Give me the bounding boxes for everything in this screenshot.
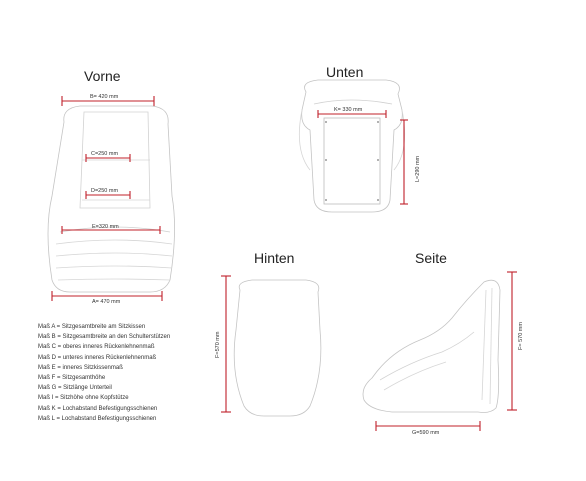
dimension-e-label: E=320 mm: [92, 224, 119, 230]
dimension-d-label: D=250 mm: [91, 188, 118, 194]
dimension-f-side-label: F= 570 mm: [518, 322, 524, 350]
dimension-k-label: K= 330 mm: [334, 107, 363, 113]
dimension-g-label: G=590 mm: [412, 430, 440, 436]
bottom-view-title: Unten: [326, 64, 364, 80]
dimension-legend: Maß A = Sitzgesamtbreite am Sitzkissen M…: [38, 322, 170, 424]
front-seat-drawing: [47, 105, 175, 293]
dimension-b-label: B= 420 mm: [90, 94, 119, 100]
legend-item: Maß K = Lochabstand Befestigungsschienen: [38, 405, 158, 412]
back-view-title: Hinten: [254, 250, 295, 266]
dimension-l-label: L=290 mm: [415, 155, 421, 182]
legend-item: Maß B = Sitzgesamtbreite an den Schulter…: [38, 334, 171, 341]
legend-item: Maß I = Sitzhöhe ohne Kopfstütze: [38, 395, 129, 402]
bottom-seat-drawing: [298, 79, 406, 213]
side-dimension-lines: [375, 271, 517, 431]
legend-item: Maß G = Sitzlänge Unterteil: [38, 385, 112, 392]
side-view-title: Seite: [415, 250, 447, 266]
dimension-a-label: A= 470 mm: [92, 299, 121, 305]
legend-item: Maß L = Lochabstand Befestigungsschienen: [38, 415, 157, 422]
bottom-mounting-holes: [325, 121, 379, 201]
front-dimension-lines: [51, 96, 163, 301]
front-view-title: Vorne: [84, 68, 121, 84]
back-seat-drawing: [233, 279, 322, 417]
legend-item: Maß D = unteres inneres Rückenlehnenmaß: [38, 354, 157, 361]
legend-item: Maß F = Sitzgesamthöhe: [38, 375, 106, 382]
legend-item: Maß E = inneres Sitzkissenmaß: [38, 364, 123, 371]
back-dimension-lines: [221, 275, 231, 413]
legend-item: Maß C = oberes inneres Rückenlehnenmaß: [38, 344, 155, 351]
legend-item: Maß A = Sitzgesamtbreite am Sitzkissen: [38, 324, 146, 330]
bottom-dimension-lines: [317, 110, 408, 205]
side-seat-drawing: [362, 279, 501, 413]
dimension-c-label: C=250 mm: [91, 151, 118, 157]
dimension-f-back-label: F=570 mm: [215, 331, 221, 358]
